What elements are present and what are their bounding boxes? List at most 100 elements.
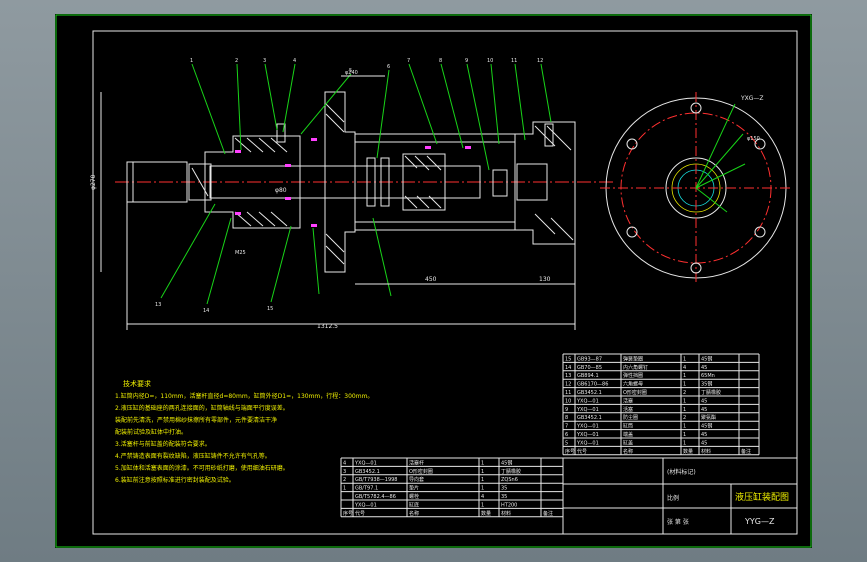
drawing-number: YYG—Z (744, 517, 775, 526)
svg-text:3: 3 (263, 58, 266, 64)
svg-text:9: 9 (465, 58, 468, 64)
upper-parts-cell: 5 (565, 440, 568, 446)
lower-parts-header-cell: 序号 (343, 510, 353, 517)
material-note: (材料标记) (667, 468, 696, 476)
tech-line: 5.加缸体和活塞表面的涂漆。不可用砂纸打磨，使用细油石研磨。 (115, 464, 289, 472)
lower-parts-header-cell: 备注 (543, 510, 553, 517)
upper-parts-cell: 13 (565, 373, 571, 379)
lower-parts-cell: 1 (481, 486, 484, 492)
upper-parts-cell: 防尘圈 (623, 414, 638, 421)
drawing-name: 液压缸装配图 (735, 491, 789, 503)
endcap-hatch (534, 125, 574, 241)
lower-parts-cell: HT200 (501, 502, 517, 508)
upper-parts-cell: O形密封圈 (623, 389, 647, 396)
piston (402, 153, 446, 211)
front-gland (204, 135, 301, 229)
upper-parts-cell: 1 (683, 440, 686, 446)
upper-parts-cell: GB3452.1 (577, 415, 602, 421)
upper-parts-cell: 六角螺母 (623, 381, 643, 388)
tie-rod-a (366, 157, 376, 207)
upper-parts-cell: 7 (565, 424, 568, 430)
upper-parts-cell: 2 (683, 415, 686, 421)
upper-parts-cell: 4 (683, 365, 686, 371)
svg-text:10: 10 (487, 58, 493, 64)
lower-parts-cell: GB/T97.1 (355, 486, 378, 492)
bolt-rear (544, 123, 554, 147)
end-view-leaders (695, 103, 746, 213)
dim-length-a: 450 (425, 276, 437, 283)
svg-text:1: 1 (190, 58, 193, 64)
lower-parts-cell: 2 (343, 477, 346, 483)
lower-parts-cell: 3 (343, 469, 346, 475)
upper-parts-cell: 2 (683, 390, 686, 396)
upper-parts-cell: YXQ—01 (576, 432, 599, 438)
dim-length-b: 130 (539, 276, 551, 283)
upper-parts-cell: 45 (701, 407, 707, 413)
upper-parts-cell: 弹性挡圈 (623, 372, 643, 379)
upper-parts-cell: 10 (565, 398, 571, 404)
lower-parts-cell: 1 (481, 469, 484, 475)
upper-parts-cell: GB70—85 (577, 365, 602, 371)
bolt-holes (626, 102, 766, 274)
upper-parts-cell: 6 (565, 432, 568, 438)
lower-parts-cell: 活塞杆 (409, 459, 424, 466)
tech-line: 配装前试验及缸体中打油。 (115, 428, 187, 436)
svg-text:12: 12 (537, 58, 543, 64)
bolt-front (276, 123, 286, 143)
front-flange (324, 91, 356, 273)
upper-parts-cell: GB3452.1 (577, 390, 602, 396)
cushion-sleeve (516, 163, 548, 201)
lower-parts-cell: 缸底 (409, 501, 419, 508)
upper-parts-cell: 活塞 (623, 406, 633, 413)
lower-parts-header-cell: 代号 (355, 510, 365, 517)
view-label: YXG—Z (740, 95, 764, 102)
gland-hatch (234, 137, 288, 227)
svg-text:14: 14 (203, 308, 209, 314)
svg-text:11: 11 (511, 58, 517, 64)
rod-nut (492, 169, 508, 197)
lower-parts-cell: 45钢 (501, 459, 512, 466)
lower-parts-cell: 丁腈橡胶 (501, 468, 521, 475)
lower-parts-cell: 4 (343, 460, 346, 466)
upper-parts-cell: 45 (701, 365, 707, 371)
svg-text:6: 6 (387, 64, 390, 70)
upper-parts-cell: 1 (683, 356, 686, 362)
upper-parts-cell: 缸盖 (623, 439, 633, 446)
upper-parts-cell: YXQ—01 (576, 407, 599, 413)
flange-end-view: YXG—Z φ150 (600, 92, 792, 284)
lower-parts-header-cell: 数量 (481, 510, 491, 517)
lower-parts-cell: GB/T5782.4—86 (355, 494, 396, 500)
tech-line: 1.缸筒内径D=，110mm，活塞杆直径d=80mm，缸筒外径D1=，130mm… (115, 392, 373, 400)
upper-parts-cell: 8 (565, 415, 568, 421)
upper-parts-cell: 活塞 (623, 397, 633, 404)
lower-parts-cell: 1 (481, 460, 484, 466)
drawing-sheet[interactable]: 1312.5 450 130 φ270 φ80 M25 φ240 1 2 3 4… (55, 14, 812, 548)
upper-parts-cell: 14 (565, 365, 571, 371)
rod-end-neck (188, 163, 212, 201)
lower-parts-header-cell: 名称 (409, 510, 419, 517)
upper-parts-cell: 1 (683, 407, 686, 413)
lower-parts-cell: ZQSn6 (501, 477, 518, 483)
upper-parts-header-cell: 备注 (741, 448, 751, 455)
dim-bolt-circle: φ150 (747, 136, 760, 142)
lower-parts-cell: YXQ—01 (354, 460, 377, 466)
tech-heading: 技术要求 (123, 379, 151, 388)
upper-parts-cell: GB894.1 (577, 373, 599, 379)
flange-hatch (325, 103, 345, 265)
lower-parts-cell: 1 (343, 486, 346, 492)
lower-parts-cell: 螺栓 (409, 493, 419, 500)
lower-parts-cell: GB/T7938—1998 (355, 477, 398, 483)
upper-parts-cell: 1 (683, 424, 686, 430)
outer-frame (55, 14, 812, 548)
svg-text:4: 4 (293, 58, 296, 64)
scale-label: 比例 (667, 494, 679, 502)
upper-parts-header-cell: 数量 (683, 448, 693, 455)
upper-parts-cell: YXQ—01 (576, 440, 599, 446)
upper-parts-cell: 11 (565, 390, 571, 396)
tech-requirements: 技术要求 1.缸筒内径D=，110mm，活塞杆直径d=80mm，缸筒外径D1=，… (115, 379, 373, 484)
lower-parts-cell: O形密封圈 (409, 468, 433, 475)
svg-text:8: 8 (439, 58, 442, 64)
upper-parts-cell: 1 (683, 432, 686, 438)
